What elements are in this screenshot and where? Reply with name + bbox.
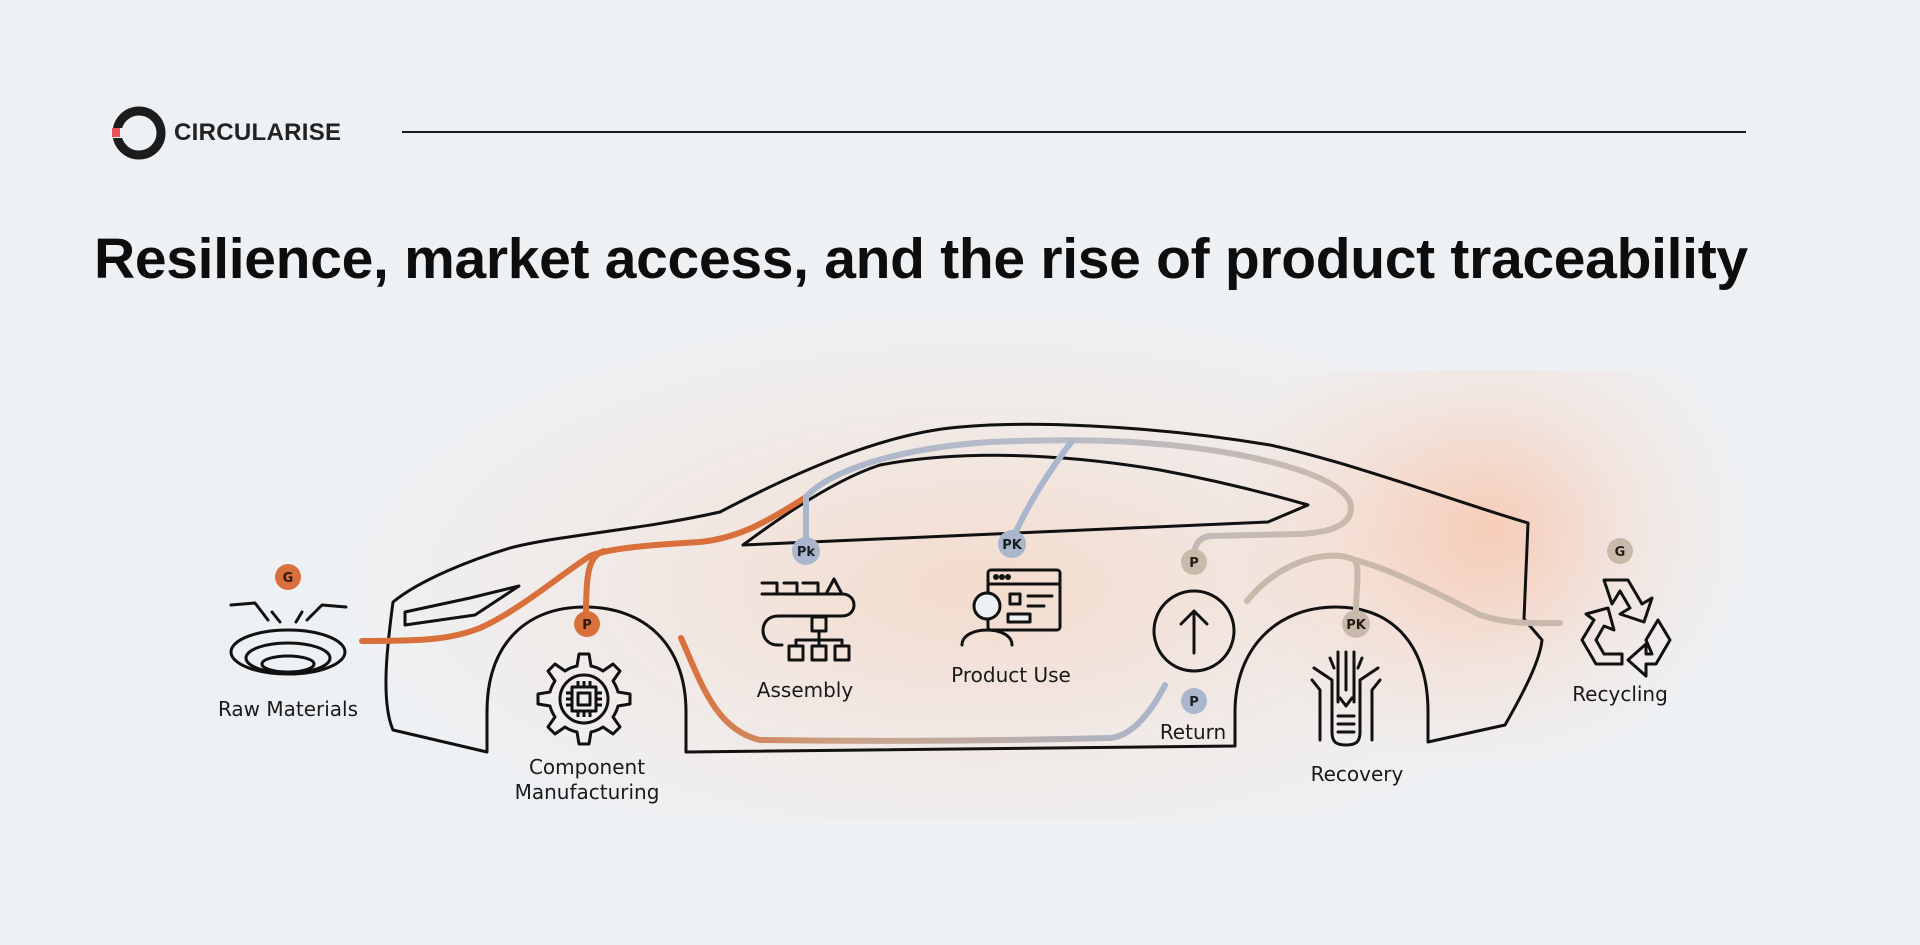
return-arrow-icon xyxy=(1154,591,1234,671)
badge-component-manufacturing-text: P xyxy=(582,618,592,633)
badge-product-use-text: PK xyxy=(1002,538,1023,553)
badge-recovery-text: PK xyxy=(1346,618,1367,633)
label-component-line-1: Component xyxy=(529,755,645,779)
badge-return-bottom: P xyxy=(1181,688,1207,714)
label-component-line-2: Manufacturing xyxy=(515,780,660,804)
assembly-flow-icon xyxy=(762,579,854,660)
recycle-icon xyxy=(1582,580,1670,676)
flow-line-recycling xyxy=(1355,560,1560,623)
flow-lines xyxy=(362,440,1560,741)
badge-return-bottom-text: P xyxy=(1189,695,1199,710)
label-product-use: Product Use xyxy=(951,663,1071,687)
label-raw-materials: Raw Materials xyxy=(218,697,358,721)
badge-return-top-text: P xyxy=(1189,556,1199,571)
badge-recycling-text: G xyxy=(1615,545,1626,560)
badge-return-top: P xyxy=(1181,549,1207,575)
gear-chip-icon xyxy=(538,654,630,744)
raw-materials-icon xyxy=(231,603,346,674)
flow-line-orange-branch xyxy=(586,551,604,615)
flow-line-bottom xyxy=(681,638,1165,741)
badge-recovery: PK xyxy=(1342,610,1370,638)
label-recycling: Recycling xyxy=(1572,682,1668,706)
badge-assembly: Pk xyxy=(792,537,820,565)
badge-raw-materials: G xyxy=(275,564,301,590)
user-dashboard-icon xyxy=(962,570,1060,645)
car-windows xyxy=(743,455,1308,545)
badge-recycling: G xyxy=(1607,538,1633,564)
badge-component-manufacturing: P xyxy=(574,611,600,637)
badge-product-use: PK xyxy=(998,530,1026,558)
badge-raw-materials-text: G xyxy=(283,571,294,586)
label-recovery: Recovery xyxy=(1311,762,1404,786)
stage-labels: Raw Materials Component Manufacturing As… xyxy=(218,663,1668,804)
flow-line-recovery xyxy=(1247,556,1358,610)
badge-assembly-text: Pk xyxy=(797,545,816,560)
recovery-funnel-icon xyxy=(1312,652,1380,745)
label-assembly: Assembly xyxy=(757,678,854,702)
label-return: Return xyxy=(1160,720,1226,744)
